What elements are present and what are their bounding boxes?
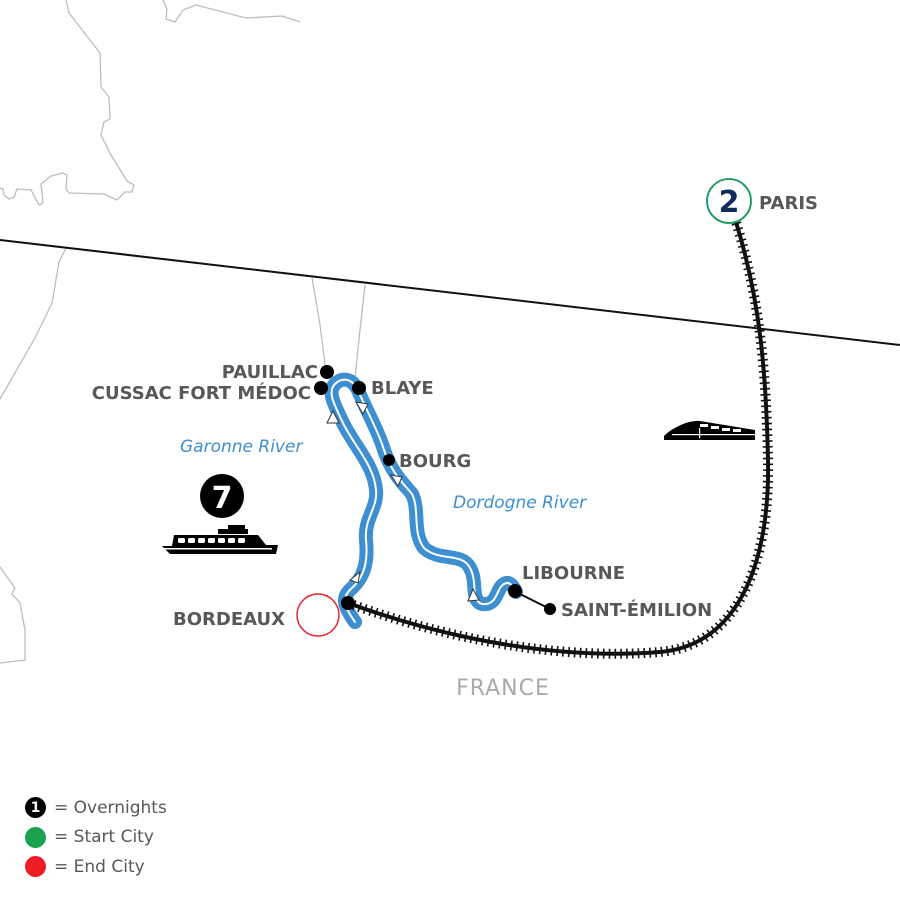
river-label-garonne: Garonne River: [180, 437, 303, 457]
ship-icon: [162, 525, 278, 554]
city-label-libourne: LIBOURNE: [522, 563, 625, 584]
start-city-dot-icon: [25, 826, 46, 848]
legend: 1 = Overnights = Start City = End City: [25, 793, 167, 882]
city-label-bourg: BOURG: [399, 451, 471, 472]
cruise-overnights-badge: 7: [200, 474, 244, 518]
train-icon: [664, 420, 755, 440]
city-label-bordeaux: BORDEAUX: [173, 609, 285, 630]
river-route: [324, 372, 523, 629]
country-label: FRANCE: [456, 676, 550, 701]
city-label-pauillac: PAUILLAC: [222, 362, 318, 383]
city-dot-pauillac[interactable]: [320, 365, 334, 379]
city-label-paris: PARIS: [759, 193, 818, 214]
overnights-marker-icon: 1: [25, 797, 46, 819]
end-city-marker[interactable]: [296, 593, 340, 637]
cruise-overnights-number: 7: [212, 481, 233, 516]
legend-label-end-city: = End City: [54, 856, 145, 877]
legend-label-start-city: = Start City: [54, 827, 154, 848]
city-dot-bordeaux[interactable]: [341, 596, 355, 610]
city-dot-saint-emilion[interactable]: [544, 603, 556, 615]
legend-item-end-city: = End City: [25, 852, 167, 882]
end-city-dot-icon: [25, 856, 46, 878]
city-label-cussac: CUSSAC FORT MÉDOC: [92, 382, 311, 404]
river-label-dordogne: Dordogne River: [453, 493, 587, 513]
legend-item-start-city: = Start City: [25, 823, 167, 853]
paris-overnights: 2: [719, 185, 740, 220]
city-dot-cussac[interactable]: [314, 381, 328, 395]
legend-item-overnights: 1 = Overnights: [25, 793, 167, 823]
legend-label-overnights: = Overnights: [54, 797, 167, 818]
city-dot-bourg[interactable]: [383, 454, 395, 466]
region-borders: [0, 0, 366, 664]
direction-arrows: [326, 401, 480, 602]
city-label-saint-emilion: SAINT-ÉMILION: [561, 599, 712, 621]
boundary-line: [0, 239, 900, 346]
city-dots: [314, 365, 556, 615]
city-label-blaye: BLAYE: [371, 378, 434, 399]
train-route: [346, 220, 774, 659]
city-dot-libourne[interactable]: [508, 584, 522, 598]
start-city-marker[interactable]: 2: [706, 178, 752, 224]
city-dot-blaye[interactable]: [352, 381, 366, 395]
